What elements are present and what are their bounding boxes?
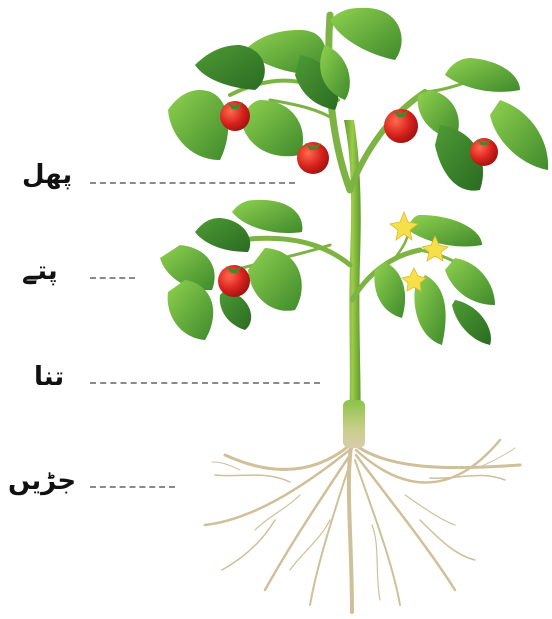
tomato (220, 101, 250, 131)
leader-line-leaves (90, 277, 135, 279)
leaves-middle (160, 200, 495, 345)
leader-line-stem (90, 382, 320, 384)
tomato (384, 109, 418, 143)
label-stem: تنا (34, 364, 64, 390)
tomato (218, 265, 250, 297)
tomato (470, 138, 498, 166)
label-roots: جڑیں (8, 468, 76, 494)
label-leaves: پتے (22, 258, 58, 284)
label-fruit: پھل (22, 162, 72, 188)
leader-line-roots (90, 486, 175, 488)
roots-group (205, 440, 520, 612)
stem-base (343, 400, 365, 448)
leader-line-fruit (90, 182, 295, 184)
flower (390, 212, 418, 240)
tomato (297, 142, 329, 174)
